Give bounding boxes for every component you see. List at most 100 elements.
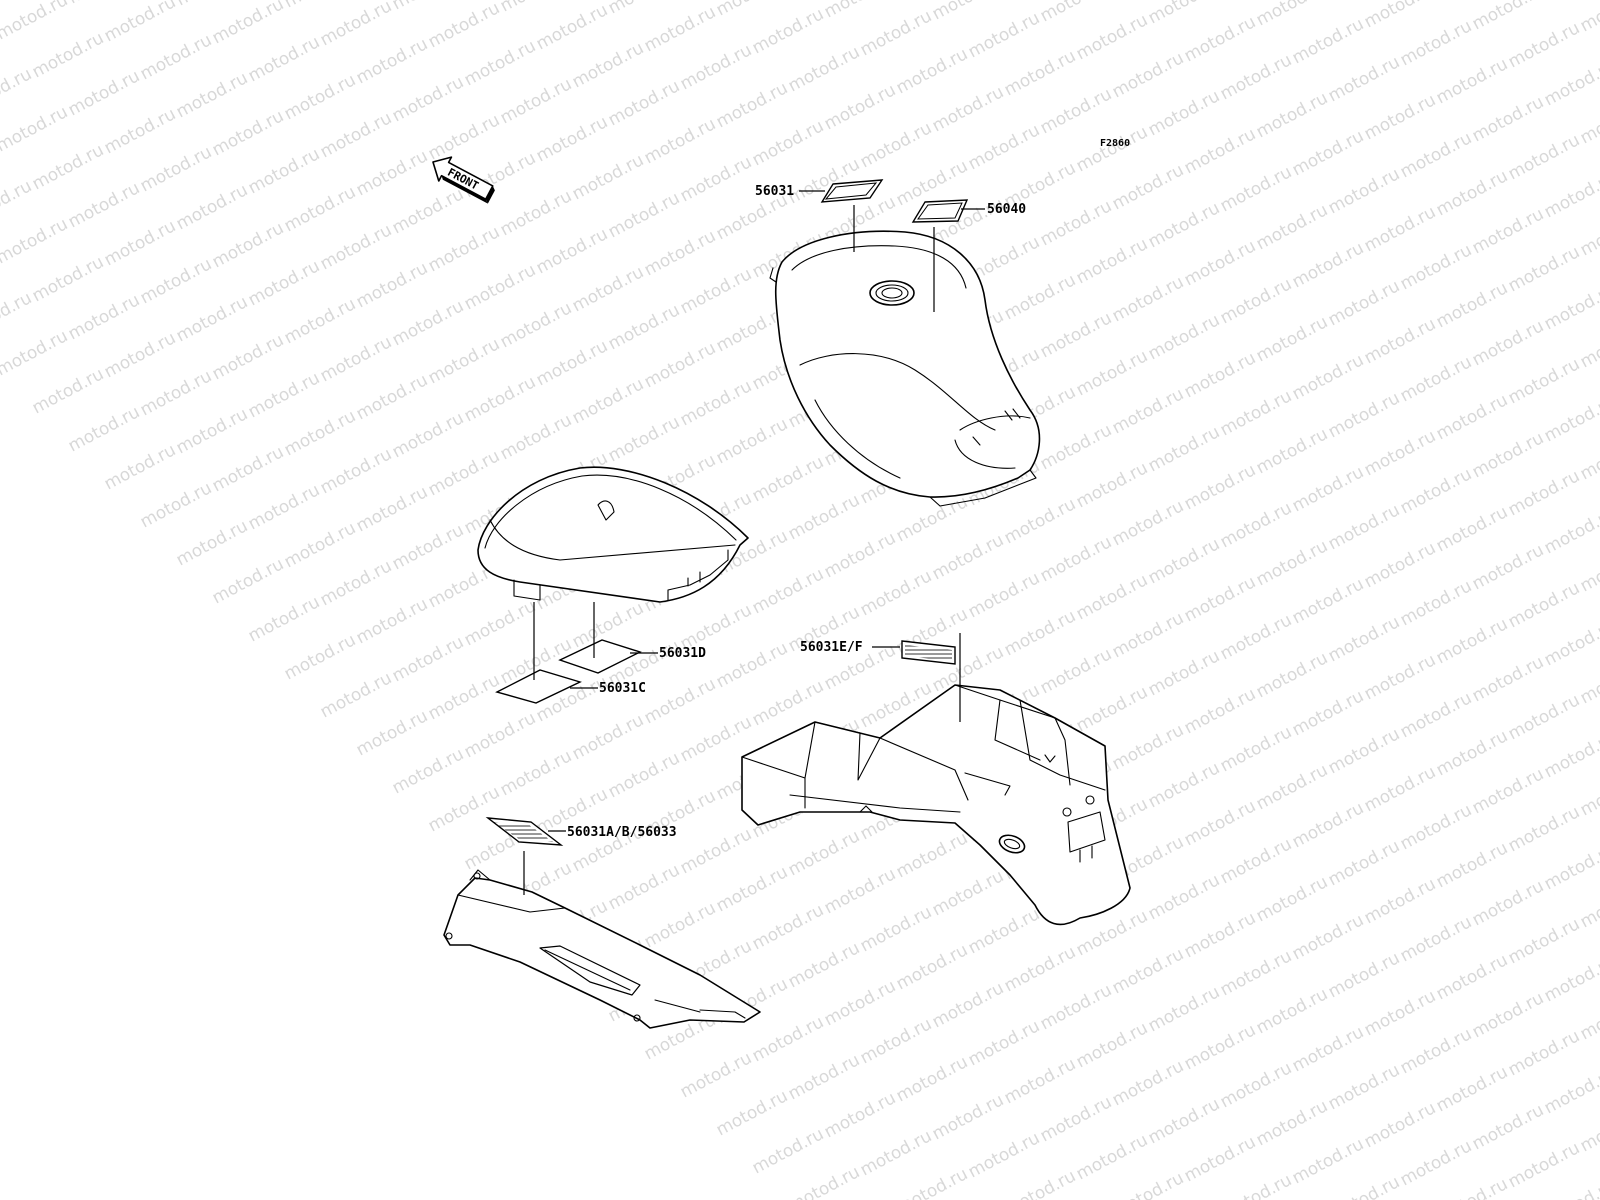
watermark-text: motod.ru xyxy=(389,72,467,126)
watermark-text: motod.ru xyxy=(1037,308,1115,362)
watermark-text: motod.ru xyxy=(0,102,71,156)
watermark-text: motod.ru xyxy=(1325,164,1403,218)
watermark-text: motod.ru xyxy=(281,70,359,124)
watermark-text: motod.ru xyxy=(497,0,575,16)
watermark-text: motod.ru xyxy=(605,0,683,18)
watermark-text: motod.ru xyxy=(1073,346,1151,400)
watermark-text: motod.ru xyxy=(1181,12,1259,66)
watermark-text: motod.ru xyxy=(173,404,251,458)
watermark-text: motod.ru xyxy=(785,490,863,544)
watermark-text: motod.ru xyxy=(245,368,323,422)
watermark-text: motod.ru xyxy=(1541,280,1600,334)
watermark-text: motod.ru xyxy=(1001,606,1079,660)
watermark-text: motod.ru xyxy=(1181,796,1259,850)
watermark-text: motod.ru xyxy=(1181,236,1259,290)
watermark-text: motod.ru xyxy=(1325,388,1403,442)
watermark-text: motod.ru xyxy=(353,34,431,88)
watermark-text: motod.ru xyxy=(1325,948,1403,1002)
watermark-text: motod.ru xyxy=(389,744,467,798)
watermark-text: motod.ru xyxy=(749,116,827,170)
watermark-text: motod.ru xyxy=(353,706,431,760)
watermark-text: motod.ru xyxy=(785,42,863,96)
watermark-text: motod.ru xyxy=(1361,650,1439,704)
watermark-text: motod.ru xyxy=(1217,162,1295,216)
watermark-text: motod.ru xyxy=(1001,46,1079,100)
watermark-text: motod.ru xyxy=(1145,0,1223,28)
watermark-text: motod.ru xyxy=(1541,1176,1600,1200)
watermark-text: motod.ru xyxy=(1469,428,1547,482)
watermark-text: motod.ru xyxy=(281,406,359,460)
watermark-text: motod.ru xyxy=(641,898,719,952)
watermark-text: motod.ru xyxy=(677,376,755,430)
watermark-text: motod.ru xyxy=(1217,722,1295,776)
watermark-text: motod.ru xyxy=(101,440,179,494)
watermark-text: motod.ru xyxy=(173,0,251,10)
watermark-text: motod.ru xyxy=(281,0,359,12)
watermark-text: motod.ru xyxy=(1073,1018,1151,1072)
watermark-text: motod.ru xyxy=(1325,500,1403,554)
label-56040: 56040 xyxy=(987,202,1026,217)
watermark-text: motod.ru xyxy=(1253,984,1331,1038)
watermark-text: motod.ru xyxy=(65,0,143,8)
watermark-text: motod.ru xyxy=(1397,16,1475,70)
watermark-text: motod.ru xyxy=(1289,1134,1367,1188)
watermark-text: motod.ru xyxy=(1361,874,1439,928)
watermark-text: motod.ru xyxy=(461,708,539,762)
watermark-text: motod.ru xyxy=(1433,502,1511,556)
watermark-text: motod.ru xyxy=(1433,614,1511,668)
watermark-text: motod.ru xyxy=(1145,534,1223,588)
watermark-text: motod.ru xyxy=(641,2,719,56)
watermark-text: motod.ru xyxy=(605,412,683,466)
watermark-text: motod.ru xyxy=(1469,540,1547,594)
watermark-text: motod.ru xyxy=(389,632,467,686)
watermark-text: motod.ru xyxy=(605,748,683,802)
watermark-text: motod.ru xyxy=(1361,202,1439,256)
watermark-text: motod.ru xyxy=(929,1090,1007,1144)
watermark-text: motod.ru xyxy=(497,410,575,464)
watermark-text: motod.ru xyxy=(317,108,395,162)
watermark-text: motod.ru xyxy=(425,222,503,276)
watermark-text: motod.ru xyxy=(137,366,215,420)
watermark-text: motod.ru xyxy=(29,364,107,418)
watermark-text: motod.ru xyxy=(1181,684,1259,738)
watermark-text: motod.ru xyxy=(1145,86,1223,140)
watermark-text: motod.ru xyxy=(1361,538,1439,592)
watermark-text: motod.ru xyxy=(821,976,899,1030)
watermark-text: motod.ru xyxy=(29,140,107,194)
watermark-text: motod.ru xyxy=(1073,122,1151,176)
watermark-text: motod.ru xyxy=(785,1050,863,1104)
watermark-text: motod.ru xyxy=(821,864,899,918)
watermark-text: motod.ru xyxy=(1253,760,1331,814)
watermark-text: motod.ru xyxy=(713,78,791,132)
watermark-text: motod.ru xyxy=(1001,270,1079,324)
watermark-text: motod.ru xyxy=(0,0,35,6)
watermark-text: motod.ru xyxy=(821,528,899,582)
watermark-text: motod.ru xyxy=(1037,196,1115,250)
watermark-text: motod.ru xyxy=(1505,1138,1583,1192)
watermark-text: motod.ru xyxy=(1505,914,1583,968)
decal-56031: 56031 xyxy=(755,179,884,252)
watermark-text: motod.ru xyxy=(1325,836,1403,890)
watermark-text: motod.ru xyxy=(1541,392,1600,446)
watermark-text: motod.ru xyxy=(209,554,287,608)
watermark-text: motod.ru xyxy=(677,152,755,206)
watermark-text: motod.ru xyxy=(1505,802,1583,856)
watermark-text: motod.ru xyxy=(1181,1132,1259,1186)
watermark-text: motod.ru xyxy=(1217,274,1295,328)
watermark-text: motod.ru xyxy=(1433,1062,1511,1116)
watermark-text: motod.ru xyxy=(1289,14,1367,68)
watermark-text: motod.ru xyxy=(749,1012,827,1066)
figure-code: F2860 xyxy=(1100,138,1130,149)
watermark-text: motod.ru xyxy=(65,178,143,232)
watermark-text: motod.ru xyxy=(1469,876,1547,930)
watermark-text: motod.ru xyxy=(1577,990,1600,1044)
watermark-text: motod.ru xyxy=(1289,910,1367,964)
watermark-text: motod.ru xyxy=(317,0,395,50)
watermark-text: motod.ru xyxy=(65,290,143,344)
watermark-text: motod.ru xyxy=(389,296,467,350)
watermark-text: motod.ru xyxy=(137,30,215,84)
watermark-text: motod.ru xyxy=(1397,576,1475,630)
watermark-text: motod.ru xyxy=(1397,912,1475,966)
watermark-text: motod.ru xyxy=(677,264,755,318)
watermark-text: motod.ru xyxy=(929,82,1007,136)
